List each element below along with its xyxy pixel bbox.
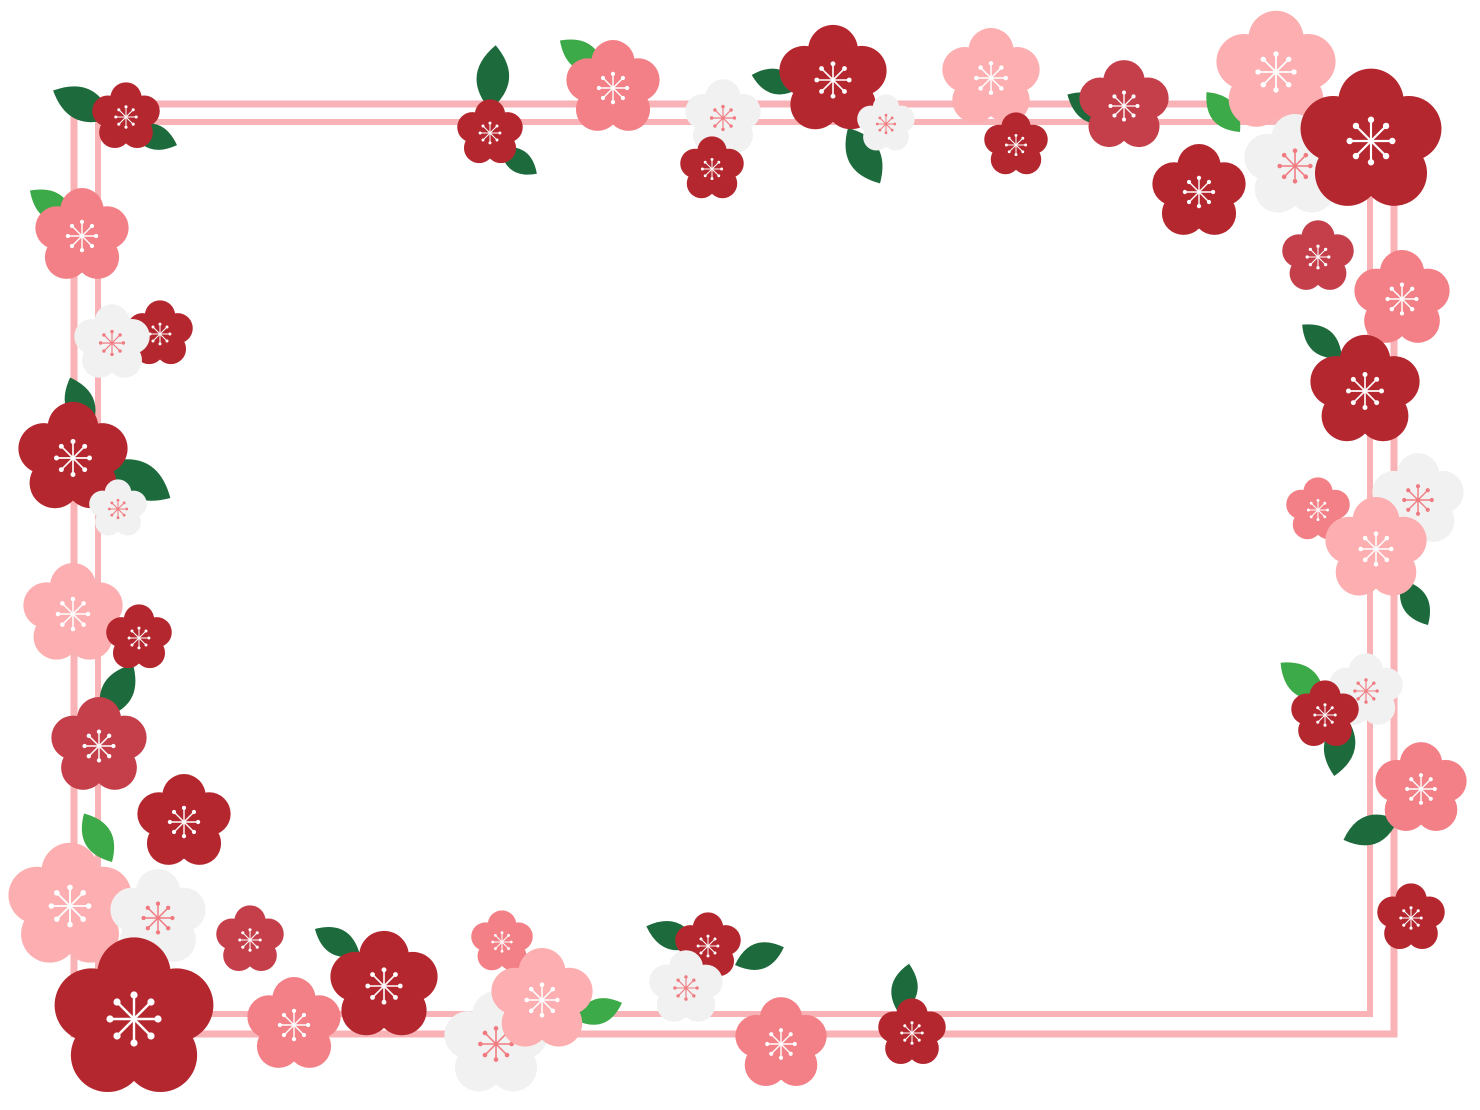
plum-blossom-icon: [54, 937, 214, 1093]
plum-blossom-icon: [457, 99, 523, 164]
plum-blossom-icon: [1375, 742, 1467, 831]
plum-blossom-icon: [247, 977, 341, 1068]
leaf-icon: [476, 45, 510, 110]
frame-outer-line: [70, 100, 1398, 1038]
plum-blossom-icon: [216, 905, 284, 972]
plum-blossom-icon: [735, 997, 827, 1086]
plum-blossom-icon: [685, 79, 761, 153]
plum-blossom-icon: [649, 950, 723, 1022]
plum-blossom-icon: [92, 82, 160, 149]
leaf-icon: [81, 813, 115, 862]
plum-blossom-icon: [23, 563, 123, 660]
plum-blossom-icon: [1354, 250, 1450, 343]
frame-inner-line: [95, 119, 1373, 1017]
leaf-icon: [735, 942, 784, 970]
plum-blossom-icon: [1152, 144, 1246, 235]
plum-blossom-icon: [1291, 680, 1359, 747]
plum-blossom-icon: [137, 774, 231, 865]
plum-blossom-icon: [857, 94, 915, 151]
leaf-icon: [314, 926, 360, 958]
plum-blossom-icon: [74, 304, 150, 378]
plum-blossom-icon: [984, 112, 1048, 175]
leaf-icon: [1302, 324, 1342, 359]
plum-blossom-icon: [1329, 653, 1403, 725]
plum-blossom-icon: [51, 697, 147, 790]
plum-blossom-icon: [680, 136, 744, 199]
plum-blossom-icon: [471, 910, 533, 971]
plum-blossom-icon: [1310, 334, 1420, 442]
plum-blossom-icon: [106, 604, 172, 669]
plum-blossom-icon: [566, 40, 660, 131]
plum-blossom-icon: [1079, 60, 1169, 148]
plum-blossom-icon: [491, 947, 593, 1047]
flower-decorations: [8, 10, 1467, 1093]
plum-blossom-icon: [1300, 68, 1442, 206]
plum-blossom-icon: [878, 998, 946, 1065]
plum-blossom-icon: [1286, 477, 1350, 540]
plum-blossom-icon: [330, 930, 438, 1036]
plum-blossom-icon: [89, 479, 147, 536]
plum-blossom-icon: [1377, 883, 1445, 950]
leaf-icon: [1399, 580, 1431, 626]
plum-blossom-icon: [35, 188, 129, 279]
plum-blossom-icon: [8, 842, 132, 963]
frame-border-lines: [70, 100, 1398, 1038]
plum-blossom-icon: [1282, 220, 1354, 290]
plum-blossom-icon: [1325, 496, 1427, 596]
plum-blossom-icon: [942, 28, 1040, 123]
leaf-icon: [1343, 814, 1398, 846]
plum-blossom-icon: [18, 401, 128, 509]
